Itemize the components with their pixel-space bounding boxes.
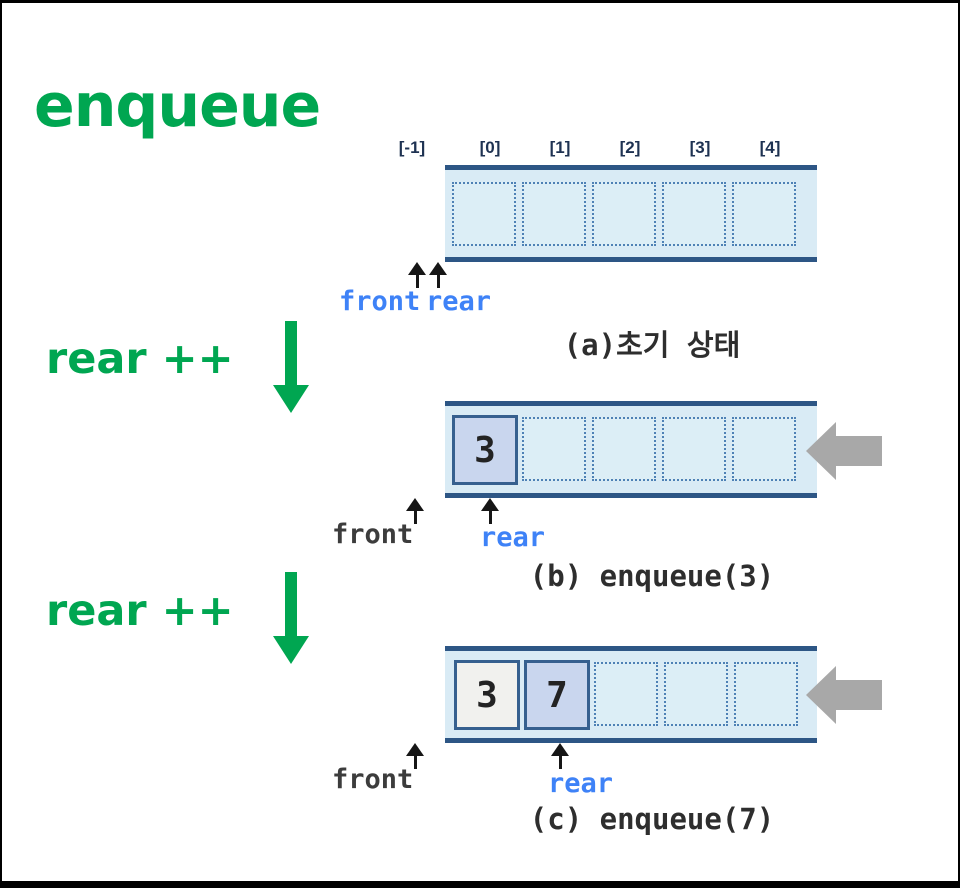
- operation-label-1: rear ++: [46, 334, 234, 384]
- rear-label-b: rear: [480, 522, 546, 553]
- queue-a-cell-1: [522, 182, 586, 246]
- rear-pointer-arrow-icon-c: [551, 743, 569, 769]
- queue-b-cell-3: [662, 417, 726, 481]
- queue-c-cell-4: [734, 662, 798, 726]
- front-label-a: front: [339, 286, 421, 317]
- page-title: enqueue: [34, 71, 321, 141]
- queue-c-cell-0: 3: [454, 660, 520, 730]
- caption-b: (b) enqueue(3): [529, 559, 775, 593]
- queue-a-cell-4: [732, 182, 796, 246]
- rear-pointer-arrow-icon-b: [481, 498, 499, 524]
- queue-b-cell-0: 3: [452, 415, 518, 485]
- front-label-b: front: [332, 519, 414, 550]
- front-pointer-arrow-icon-b: [406, 498, 424, 524]
- down-arrow-icon-1: [273, 321, 309, 413]
- index-label-2: [2]: [619, 138, 641, 157]
- insert-arrow-icon-c: [806, 666, 882, 724]
- queue-c-cell-2: [594, 662, 658, 726]
- caption-c: (c) enqueue(7): [529, 802, 775, 836]
- queue-b-cell-2: [592, 417, 656, 481]
- front-pointer-arrow-icon-c: [406, 743, 424, 769]
- queue-c-cell-1: 7: [524, 660, 590, 730]
- insert-arrow-icon-b: [806, 422, 882, 480]
- index-label-4: [4]: [759, 138, 781, 157]
- queue-a-cell-2: [592, 182, 656, 246]
- rear-label-a: rear: [426, 286, 492, 317]
- queue-a-cell-3: [662, 182, 726, 246]
- index-label-1: [1]: [549, 138, 571, 157]
- front-label-c: front: [332, 764, 414, 795]
- caption-a: (a)초기 상태: [563, 328, 741, 362]
- front-pointer-arrow-icon-a: [408, 262, 426, 288]
- queue-b-cell-4: [732, 417, 796, 481]
- queue-b-cell-1: [522, 417, 586, 481]
- index-label-3: [3]: [689, 138, 711, 157]
- rear-label-c: rear: [548, 768, 614, 799]
- queue-c-cell-3: [664, 662, 728, 726]
- down-arrow-icon-2: [273, 572, 309, 664]
- queue-a-cell-0: [452, 182, 516, 246]
- index-label-0: [0]: [479, 138, 501, 157]
- operation-label-2: rear ++: [46, 586, 234, 636]
- rear-pointer-arrow-icon-a: [429, 262, 447, 288]
- index-label-neg1: [-1]: [398, 138, 426, 157]
